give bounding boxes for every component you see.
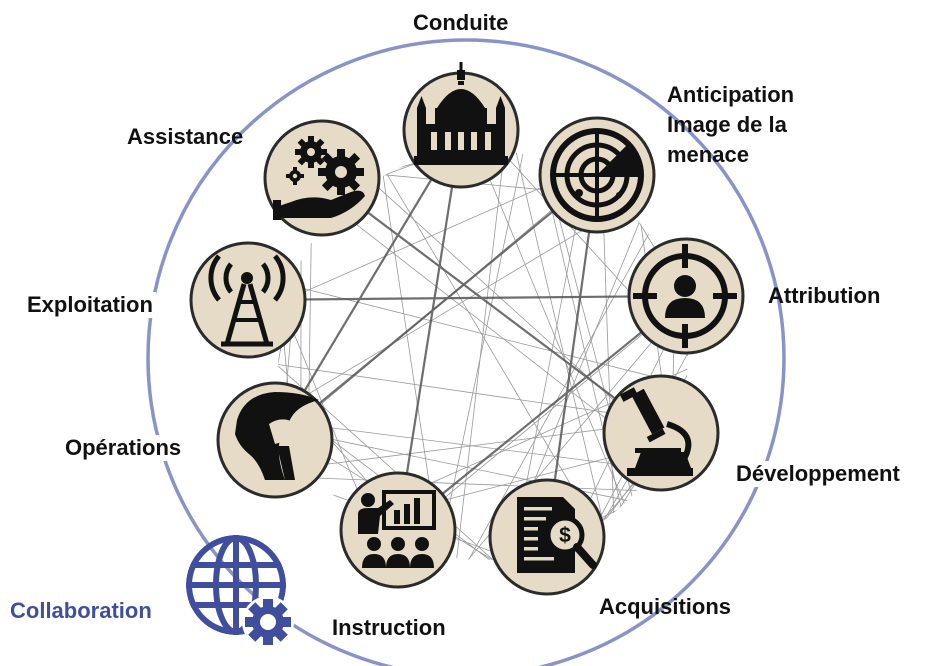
web-line — [278, 200, 633, 414]
microscope-icon — [619, 387, 693, 476]
antenna-tower-icon — [208, 254, 286, 347]
label-acquisitions: Acquisitions — [599, 594, 732, 619]
globe-gear-icon — [186, 535, 294, 648]
document-magnifier-icon: $ — [517, 497, 597, 573]
label-instruction: Instruction — [329, 615, 449, 641]
cathedral-icon — [414, 62, 508, 165]
web-line — [455, 150, 506, 560]
web-line-strong — [247, 294, 687, 302]
web-line-strong — [396, 129, 463, 531]
label-conduite: Conduite — [410, 10, 512, 36]
web-line — [280, 282, 688, 388]
gears-hand-icon — [273, 136, 365, 220]
label-assistance: Assistance — [127, 124, 244, 149]
label-collaboration: Collaboration — [10, 598, 152, 623]
svg-text:$: $ — [559, 524, 571, 547]
web-line — [306, 477, 650, 492]
label-anticipation: Anticipation Image de la menace — [667, 82, 795, 167]
outer-ring — [146, 38, 786, 666]
web-line — [381, 165, 601, 536]
teacher-presentation-icon — [358, 490, 436, 568]
web-line — [513, 150, 606, 532]
web-line-strong — [274, 129, 462, 441]
web-line-strong — [545, 174, 599, 538]
web-line-strong — [274, 174, 598, 441]
target-person-icon — [633, 244, 737, 348]
label-developpement: Développement — [733, 461, 903, 487]
web-line — [278, 166, 588, 306]
radar-icon — [550, 128, 644, 222]
connection-web-strong — [247, 129, 687, 538]
web-line-strong — [397, 295, 687, 531]
label-attribution: Attribution — [768, 283, 881, 308]
web-line — [280, 428, 640, 504]
label-operations: Opérations — [62, 435, 185, 461]
spartan-helmet-icon — [235, 392, 319, 480]
web-line-strong — [321, 177, 662, 434]
label-exploitation: Exploitation — [24, 292, 156, 318]
web-line — [473, 150, 629, 514]
